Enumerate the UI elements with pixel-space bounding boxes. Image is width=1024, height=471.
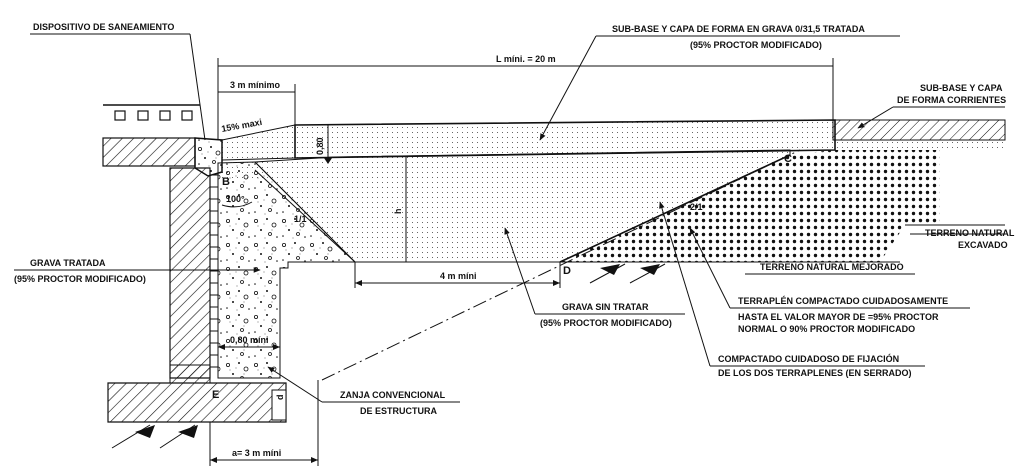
- dim-label-ratio-2: 2/1: [690, 202, 703, 212]
- abutment-wall: [169, 167, 211, 379]
- leader-subbase-corriente: [857, 106, 894, 129]
- ground-hatch-left: [111, 424, 198, 449]
- dim-label-thickness: 0,80: [315, 137, 325, 155]
- label-terreno-excavado-1: TERRENO NATURAL: [925, 228, 1015, 238]
- subbase-corriente-zone: [833, 120, 1005, 140]
- terraplen-zone: [560, 150, 1005, 262]
- dim-label-slope: 15% maxi: [221, 117, 263, 134]
- dim-label-d: d: [275, 395, 285, 401]
- leader-zanja: [267, 366, 323, 403]
- label-subbase-tratada-1: SUB-BASE Y CAPA DE FORMA EN GRAVA 0/31,5…: [612, 24, 865, 34]
- dim-label-angle: 100°: [226, 194, 245, 204]
- leader-grava-sin-tratar: [504, 227, 536, 315]
- dim-label-a-min: a= 3 m míni: [232, 448, 281, 458]
- grava-sin-tratar-zone: [255, 150, 790, 262]
- label-subbase-corriente-2: DE FORMA CORRIENTES: [897, 95, 1006, 105]
- point-b: B: [222, 176, 230, 188]
- slope-line-2-1: [559, 154, 791, 263]
- trench-box: [271, 389, 287, 421]
- label-grava-tratada-2: (95% PROCTOR MODIFICADO): [14, 274, 146, 284]
- label-terraplen-3: NORMAL O 90% PROCTOR MODIFICADO: [738, 324, 915, 334]
- slope-1-1: [254, 169, 356, 263]
- subbase-corriente-lower: [833, 140, 1005, 150]
- label-saneamiento: DISPOSITIVO DE SANEAMIENTO: [33, 22, 174, 32]
- subbase-tratada-zone: [295, 120, 835, 158]
- angle-arc: [221, 201, 253, 208]
- point-c: C: [784, 153, 792, 165]
- terreno-white: [560, 262, 1005, 270]
- label-terreno-excavado-2: EXCAVADO: [958, 240, 1008, 250]
- projection-line: [321, 149, 801, 381]
- transition-bottom: [221, 157, 296, 161]
- label-grava-sin-tratar-2: (95% PROCTOR MODIFICADO): [540, 318, 672, 328]
- label-zanja-2: DE ESTRUCTURA: [360, 406, 438, 416]
- label-grava-sin-tratar-1: GRAVA SIN TRATAR: [562, 302, 649, 312]
- dim-label-ratio-1: 1/1: [294, 214, 307, 224]
- label-zanja-1: ZANJA CONVENCIONAL: [340, 390, 446, 400]
- label-subbase-tratada-2: (95% PROCTOR MODIFICADO): [690, 40, 822, 50]
- dim-label-eighty-min: 0,80 míni: [230, 335, 269, 345]
- label-terraplen-2: HASTA EL VALOR MAYOR DE =95% PROCTOR: [738, 312, 939, 322]
- label-subbase-corriente-1: SUB-BASE Y CAPA: [920, 83, 1003, 93]
- leader-terraplen: [689, 227, 731, 309]
- leader-compactado: [659, 201, 711, 367]
- leader-subbase-tratada: [539, 35, 597, 141]
- transition-top: [221, 124, 296, 141]
- point-e: E: [212, 389, 219, 401]
- transition-zone: [222, 125, 295, 160]
- fill-near-b: [218, 162, 270, 180]
- dim-label-3m: 3 m mínimo: [230, 80, 281, 90]
- dim-label-h: h: [393, 209, 403, 215]
- label-terreno-mejorado: TERRENO NATURAL MEJORADO: [760, 262, 904, 272]
- wall-drain-ticks: [210, 174, 218, 368]
- point-d: D: [563, 265, 571, 277]
- grava-tratada-zone: [218, 162, 355, 378]
- label-compactado-2: DE LOS DOS TERRAPLENES (EN SERRADO): [718, 368, 912, 378]
- dim-label-four-min: 4 m míni: [440, 271, 477, 281]
- grava-tratada-outline: [217, 161, 357, 379]
- railing-posts: [114, 110, 193, 121]
- leader-saneamiento: [189, 33, 206, 141]
- label-compactado-1: COMPACTADO CUIDADOSO DE FIJACIÓN: [718, 353, 899, 364]
- label-terraplen-1: TERRAPLÉN COMPACTADO CUIDADOSAMENTE: [738, 296, 948, 306]
- abutment-footing: [107, 382, 287, 423]
- ground-teeth-d: [589, 263, 666, 284]
- dim-label-l-min: L míni. = 20 m: [496, 54, 556, 64]
- label-grava-tratada-1: GRAVA TRATADA: [30, 258, 106, 268]
- deck-slab: [102, 137, 196, 167]
- terreno-excavado-white: [940, 150, 1010, 235]
